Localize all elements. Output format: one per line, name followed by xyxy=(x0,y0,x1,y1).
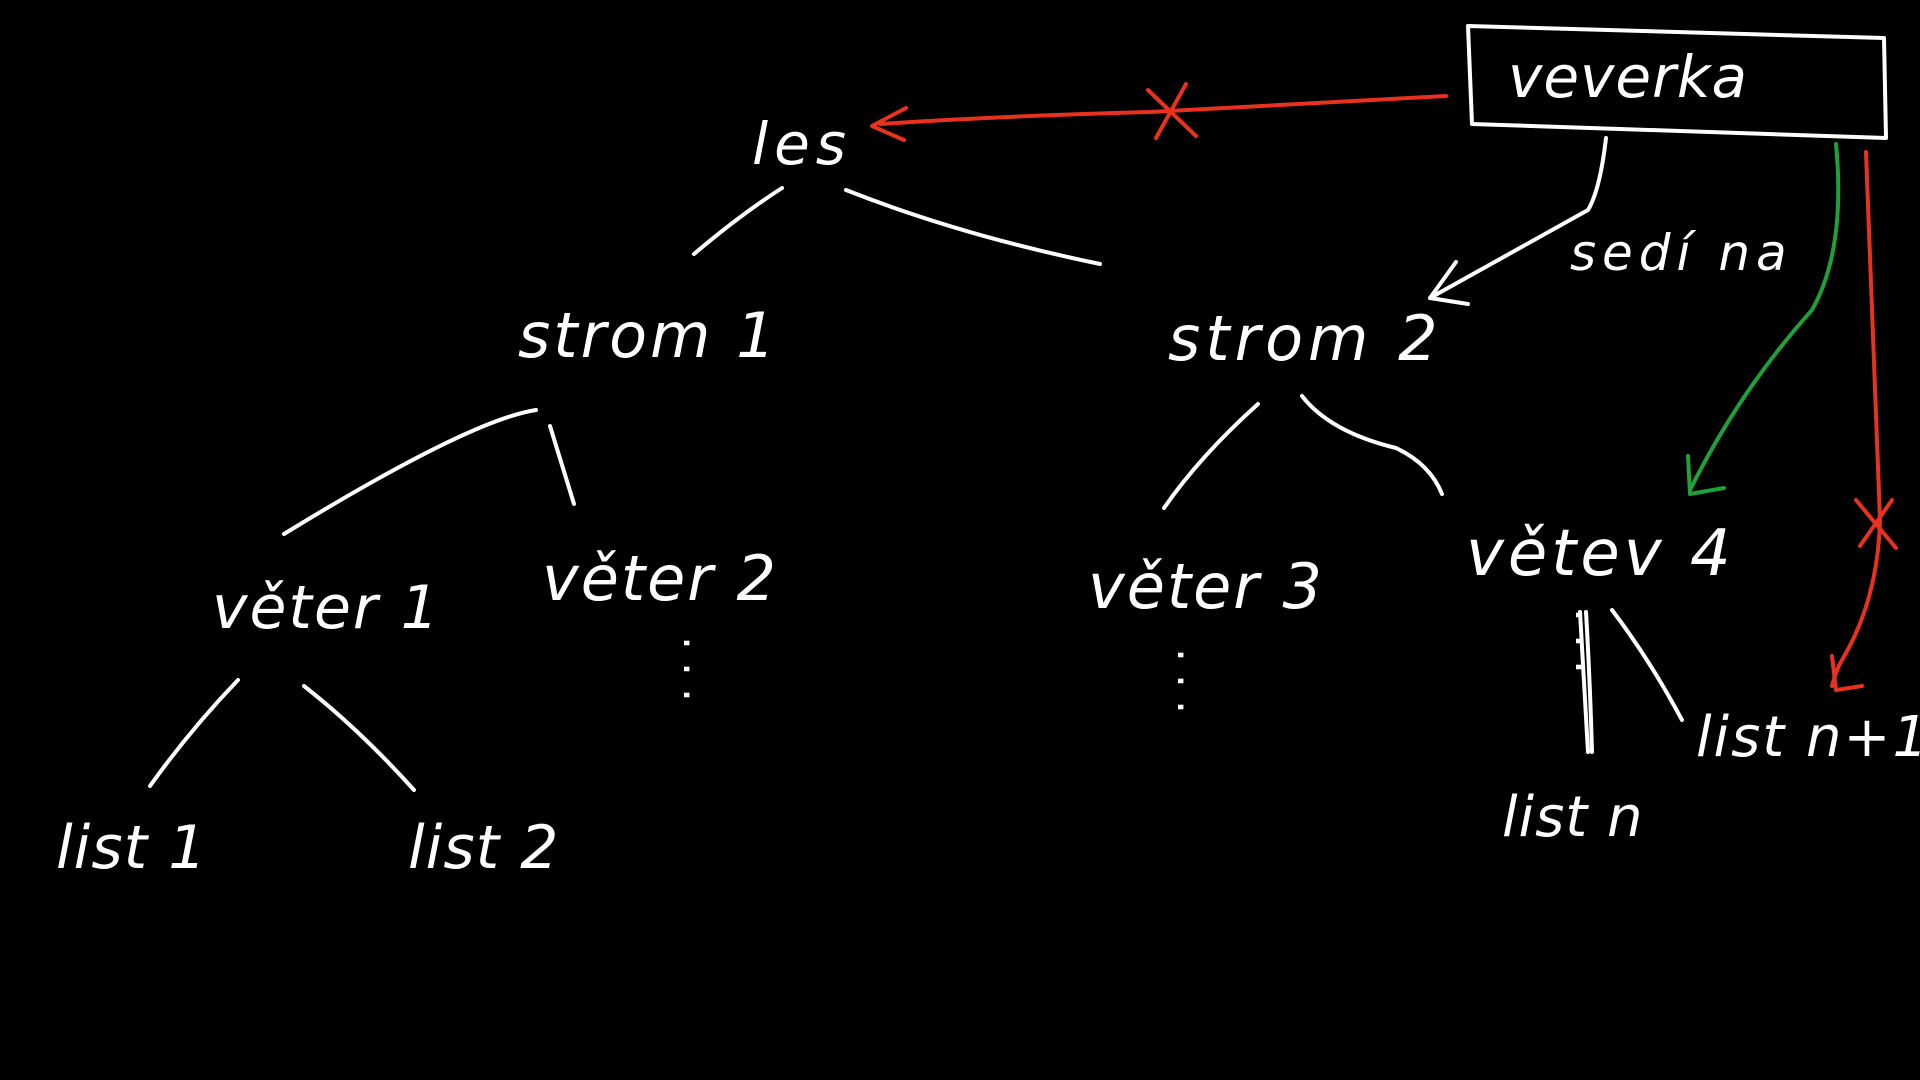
forbidden-x-listn1-2 xyxy=(1858,498,1894,548)
ellipsis-veter3: ... xyxy=(1167,648,1218,726)
edge-veverka-listn1-forbidden xyxy=(1830,150,1882,688)
forbidden-x-les-2 xyxy=(1154,82,1188,140)
node-strom1: strom 1 xyxy=(518,299,779,372)
edge-strom1-veter1 xyxy=(282,408,538,536)
edge-strom2-veter4 xyxy=(1300,394,1444,496)
node-list2: list 2 xyxy=(408,813,560,883)
edge-strom1-veter2 xyxy=(548,424,576,506)
arrowhead-veter4 xyxy=(1686,454,1726,496)
arrowhead-les xyxy=(870,106,908,142)
ellipsis-veter4: ... xyxy=(1565,608,1616,686)
edge-veverka-les-forbidden xyxy=(878,94,1448,126)
node-veter4: větev 4 xyxy=(1466,517,1735,591)
node-listn1: list n+1 xyxy=(1696,705,1920,770)
edge-les-strom1 xyxy=(692,186,784,256)
node-listn: list n xyxy=(1502,785,1644,850)
edge-strom2-veter3 xyxy=(1162,402,1260,510)
edge-veter1-list1 xyxy=(148,678,240,788)
edge-veter4-listn xyxy=(1578,610,1590,754)
node-list1: list 1 xyxy=(56,813,208,883)
arrowhead-strom2 xyxy=(1428,260,1470,306)
edge-les-strom2 xyxy=(844,188,1102,266)
node-veter2: věter 2 xyxy=(542,542,778,615)
ellipsis-veter2: ... xyxy=(673,636,724,714)
veverka-box xyxy=(1466,24,1888,140)
node-veter1: věter 1 xyxy=(212,573,441,643)
node-les: les xyxy=(752,110,853,178)
edge-veverka-veter4-allowed xyxy=(1688,142,1841,492)
edge-veter1-list2 xyxy=(302,684,416,792)
edge-label-sedi-na: sedí na xyxy=(1570,224,1793,282)
edge-veter4-listn-double xyxy=(1584,610,1594,754)
edge-veverka-strom2 xyxy=(1428,136,1608,300)
veverka-label: veverka xyxy=(1508,43,1748,111)
arrowhead-listn1 xyxy=(1830,654,1864,692)
node-veter3: věter 3 xyxy=(1088,550,1324,623)
edge-veter4-listn1 xyxy=(1610,608,1684,722)
node-strom2: strom 2 xyxy=(1168,302,1443,375)
